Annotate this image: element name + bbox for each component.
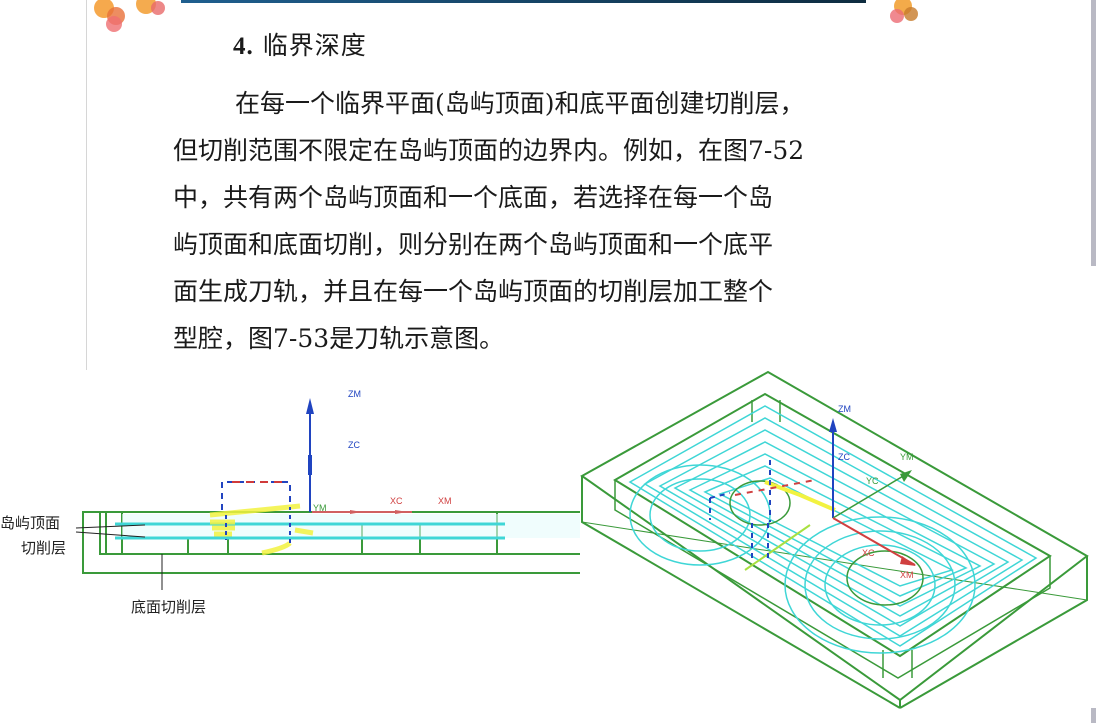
paragraph-line: 在每一个临界平面(岛屿顶面)和底平面创建切削层， [235,89,805,118]
paragraph-line: 中，共有两个岛屿顶面和一个底面，若选择在每一个岛 [173,183,774,212]
axis-label-xc: XC [390,496,403,506]
section-title: 临界深度 [262,31,367,60]
paragraph-line: 屿顶面和底面切削，则分别在两个岛屿顶面和一个底平 [173,230,774,259]
bottom-layer-label: 底面切削层 [131,598,207,616]
section-number: 4. [233,33,254,60]
section-heading: 4. 临界深度 [233,26,367,62]
axis-label-xm: XM [438,496,452,506]
axis-label-ym-iso: YM [900,452,914,462]
axis-label-zc: ZC [348,440,360,450]
axis-label-zm: ZM [348,389,361,399]
vertical-scrollbar-lower[interactable] [1091,708,1096,723]
side-view-toolpath-figure [75,398,580,590]
axis-label-yc-iso: YC [866,476,879,486]
maple-leaf-decoration-left-icon [94,0,165,32]
axis-label-ym: YM [313,503,327,513]
axis-label-zm-iso: ZM [838,404,851,414]
island-top-layer-label-line1: 岛屿顶面 [0,514,61,532]
isometric-toolpath-figure [580,370,1089,709]
body-paragraph: 在每一个临界平面(岛屿顶面)和底平面创建切削层， 但切削范围不限定在岛屿顶面的边… [173,80,913,362]
maple-leaf-decoration-right-icon [890,0,918,23]
paragraph-line: 型腔，图7-53是刀轨示意图。 [173,324,505,353]
vertical-scrollbar[interactable] [1091,0,1096,266]
axis-label-zc-iso: ZC [838,452,850,462]
slide-title-bar [181,0,866,3]
axis-label-xm-iso: XM [900,570,914,580]
paragraph-line: 面生成刀轨，并且在每一个岛屿顶面的切削层加工整个 [173,277,774,306]
axis-label-xc-iso: XC [862,548,875,558]
paragraph-line: 但切削范围不限定在岛屿顶面的边界内。例如，在图7-52 [173,136,805,165]
island-top-layer-label-line2: 切削层 [21,539,67,557]
slide-page [86,0,922,370]
